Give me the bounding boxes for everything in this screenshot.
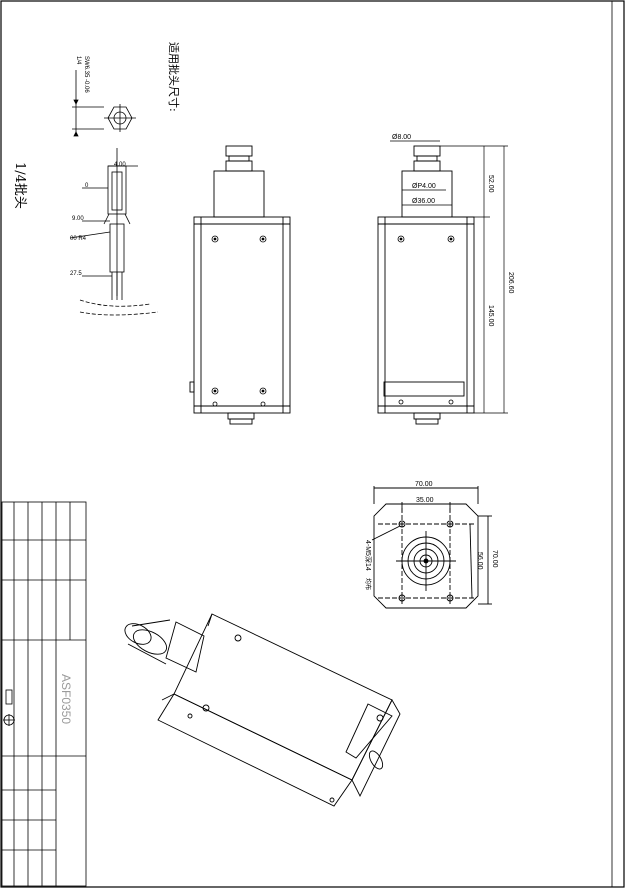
bit-dim-r4: 00 R4 [70,236,87,242]
side-view [377,145,475,425]
side-view-screws [397,235,455,405]
drawing-number: ASF0350 [59,674,73,724]
dim-70-side: 70.00 [491,550,498,568]
isometric-view [124,613,401,807]
dim-52: 52.00 [487,175,494,193]
title-block [1,501,87,887]
bottom-view [371,486,492,609]
dim-145: 145.00 [487,305,494,327]
bit-dim-275: 27.5 [70,271,82,277]
dim-d8: Ø8.00 [392,134,411,141]
dim-d36: Ø36.00 [412,198,435,205]
bit-dim-0: 0 [85,183,89,189]
holes-label: 4-M5深14 [364,540,373,571]
bit-dim-top: 4.00 [114,162,126,168]
hex-spec-label: SW6.35 -0.06 [83,56,89,93]
front-view [189,145,291,425]
title-block-symbol [3,689,15,726]
dim-35: 35.00 [416,497,434,504]
bit-dim-9: 9.00 [72,216,84,222]
dim-56: 56.00 [476,552,483,570]
hex-note-label: 适用批头尺寸: [167,42,181,112]
bit-title-label: 1/4批头 [12,162,27,209]
dim-70-top: 70.00 [415,481,433,488]
side-view-dimensions [390,140,508,414]
bit-side-view [69,148,159,316]
hex-bit-end-view [72,70,136,137]
hex-spec-sub-label: 1/4 [75,56,81,65]
dim-d4: ØP4.00 [412,183,436,190]
dim-206: 206.60 [507,272,514,294]
front-view-screws [211,235,267,407]
holes-suffix: 均布 [364,578,372,590]
